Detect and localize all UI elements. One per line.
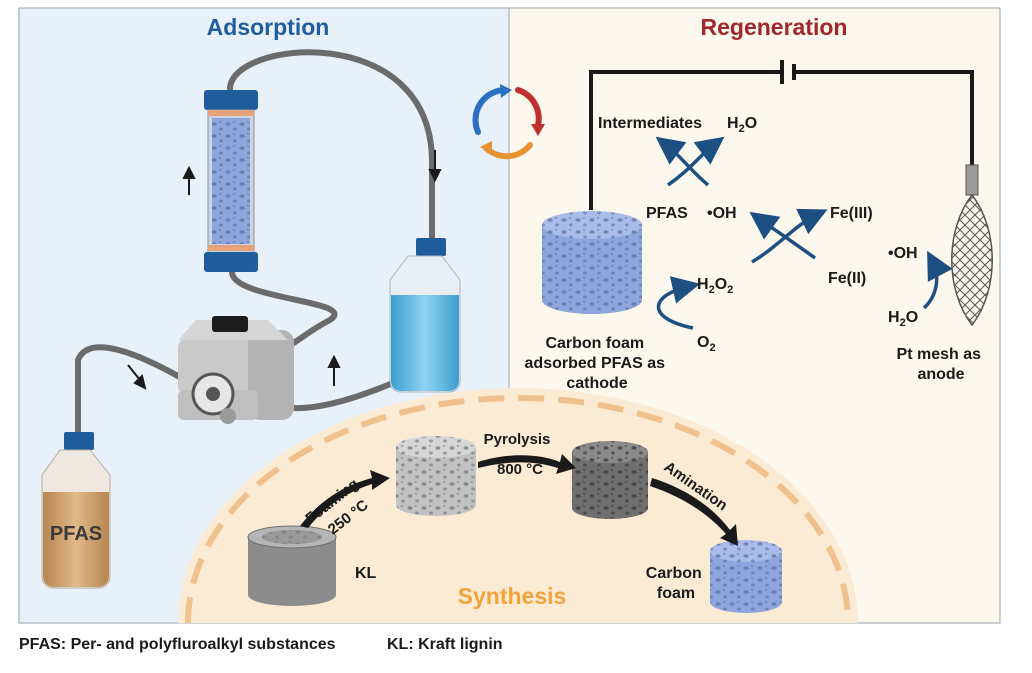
foamed-lignin [396,436,476,516]
pyrolyzed-carbon-foam [572,441,648,519]
cathode-carbon-foam [542,211,642,314]
clean-water-bottle [389,238,461,393]
pyrolysis-temp-label: 800 °C [497,461,543,478]
tubing [75,49,435,435]
kl-label: KL [355,565,377,582]
cathode-label: Carbon foam adsorbed PFAS as cathode [525,335,670,392]
flow-arrows [127,150,442,390]
h2o-anode-label: H2O [888,309,918,329]
pfas-bottle-label: PFAS [50,523,102,545]
carbon-foam-label: Carbon foam [646,565,706,602]
regeneration-title: Regeneration [701,14,848,40]
circuit-wire [589,70,974,210]
reaction-arrows [655,136,953,330]
pyrolysis-label: Pyrolysis [484,431,551,448]
kl-definition: KL: Kraft lignin [387,636,503,653]
pt-mesh-anode [951,164,993,327]
pfas-definition: PFAS: Per- and polyfluroalkyl substances [19,636,336,653]
kraft-lignin-cylinder [247,525,337,606]
synthesis-dome [178,388,858,623]
synthesis-title: Synthesis [458,583,567,609]
battery-icon [780,60,796,84]
peristaltic-pump [178,316,294,424]
synthesis-arrows [300,454,738,546]
cycle-arrows-icon [472,84,545,160]
aminated-carbon-foam [710,540,782,613]
o2-label: O2 [697,334,716,354]
fe2-label: Fe(II) [828,270,866,287]
adsorption-title: Adsorption [207,14,330,40]
oh-anode-label: •OH [888,245,918,262]
pfas-label: PFAS [646,205,688,222]
fe3-label: Fe(III) [830,205,873,222]
oh-radical-label: •OH [707,205,737,222]
anode-label: Pt mesh as anode [897,346,986,383]
pfas-bottle [41,432,111,589]
h2o-top-label: H2O [727,115,757,135]
h2o2-label: H2O2 [697,276,733,296]
adsorption-column [204,90,258,272]
intermediates-label: Intermediates [598,115,702,132]
synthesis-dome-border [185,395,851,624]
